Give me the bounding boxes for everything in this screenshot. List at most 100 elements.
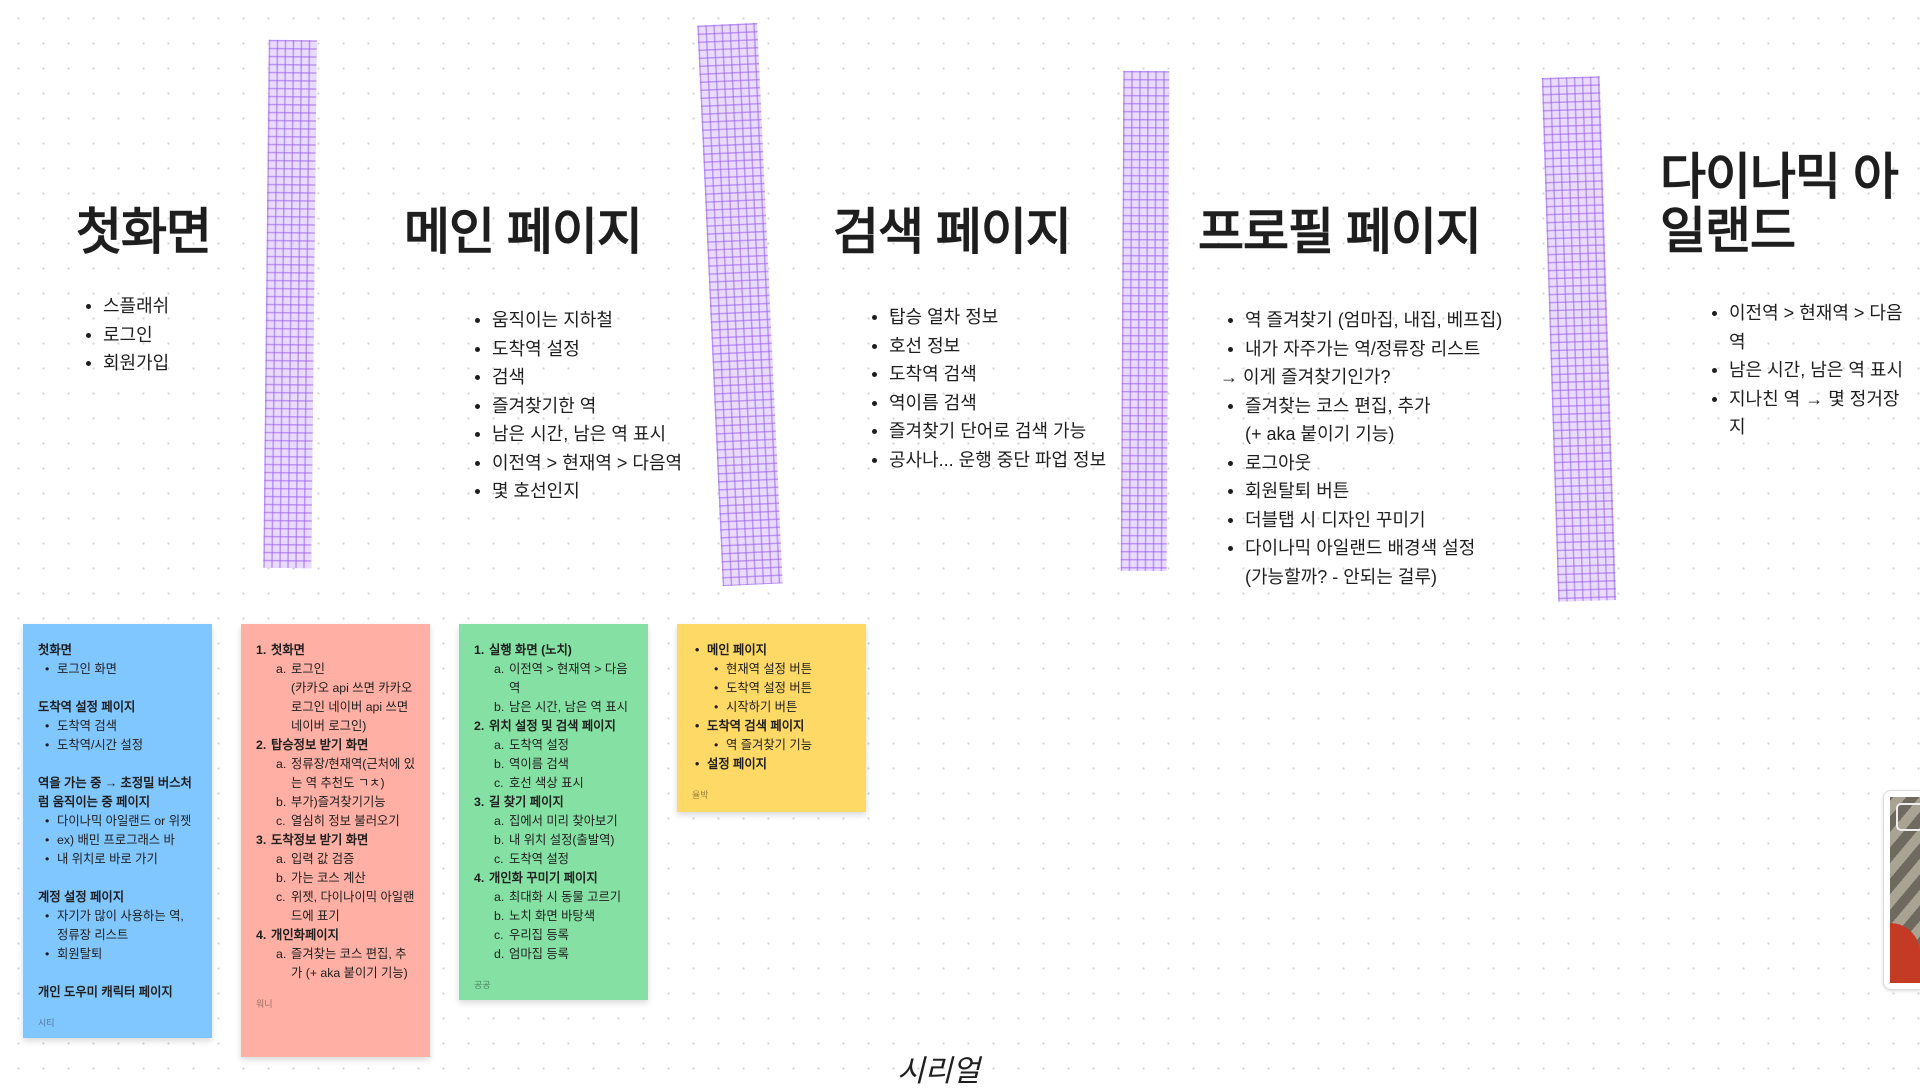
sticky-line: b.내 위치 설정(출발역) [474,831,634,850]
list-marker: b. [494,909,505,923]
section-heading[interactable]: 다이나믹 아일랜드 [1660,149,1899,259]
washi-tape[interactable] [263,39,317,569]
list-marker: a. [494,738,505,752]
list-item: 몇 호선인지 [475,477,682,506]
list-marker: • [695,643,700,657]
sticky-line-text: 첫화면 [38,643,72,657]
sticky-line: 개인 도우미 캐릭터 페이지 [38,983,198,1002]
list-item: 즐겨찾는 코스 편집, 추가 [1228,392,1502,421]
washi-tape[interactable] [697,22,783,587]
sticky-line: b.가는 코스 계산 [256,869,416,888]
list-marker: • [714,662,719,676]
canvas-text-clipped[interactable]: 시리얼 [897,1055,980,1088]
list-marker: a. [276,852,287,866]
sticky-line-text: 최대화 시 동물 고르기 [509,890,622,904]
sticky-line: c. 위젯, 다이나이믹 아일랜드에 표기 [256,888,416,926]
sticky-line: a.로그인 [256,660,416,679]
sticky-line: •도착역 검색 페이지 [692,717,852,736]
sticky-line: •도착역 설정 버튼 [692,679,852,698]
sticky-line: • 내 위치로 바로 가기 [38,850,198,869]
list-marker: c. [494,928,504,942]
sticky-line-text: 메인 페이지 [707,643,767,657]
image-thumbnail[interactable] [1883,790,1920,990]
list-item: 호선 정보 [872,332,1106,361]
list-marker: c. [494,776,504,790]
sticky-line-text: 도착역 설정 페이지 [38,700,136,714]
list-marker: • [714,681,719,695]
list-item: 탑승 열차 정보 [872,303,1106,332]
sticky-line: a.최대화 시 동물 고르기 [474,888,634,907]
sticky-note[interactable]: •메인 페이지•현재역 설정 버튼•도착역 설정 버튼•시작하기 버튼•도착역 … [677,624,866,812]
sticky-line-text: 도착역 검색 페이지 [707,719,805,733]
list-marker: b. [494,757,505,771]
list-marker: • [45,662,50,676]
list-marker: • [45,719,50,733]
sticky-line-text: 실행 화면 (노치) [489,643,572,657]
sticky-line-text: 위치 설정 및 검색 페이지 [489,719,616,733]
list-marker: b. [276,871,287,885]
list-marker: 1. [256,643,267,657]
list-item: 검색 [475,363,682,392]
list-marker: • [45,814,50,828]
list-item: 공사나... 운행 중단 파업 정보 [872,446,1106,475]
spacer [38,964,198,983]
sticky-line: 2.탑승정보 받기 화면 [256,736,416,755]
list-marker: d. [494,947,505,961]
sticky-line: b.노치 화면 바탕색 [474,907,634,926]
sticky-line: 3.길 찾기 페이지 [474,793,634,812]
sticky-line: •ex) 배민 프로그래스 바 [38,831,198,850]
sticky-line-text: 입력 값 검증 [291,852,355,866]
list-marker: 3. [256,833,267,847]
sticky-line-text: 정류장/현재역(근처에 있는 역 추천도 ㄱㅊ) [291,757,416,790]
list-marker: 4. [256,928,267,942]
washi-tape[interactable] [1120,70,1170,572]
sticky-line: 계정 설정 페이지 [38,888,198,907]
section-heading[interactable]: 첫화면 [76,204,212,260]
sticky-line: 4.개인화 꾸미기 페이지 [474,869,634,888]
list-item: 즐겨찾기 단어로 검색 가능 [872,417,1106,446]
list-item: 이전역 > 현재역 > 다음역 [475,449,682,478]
list-item: 즐겨찾기한 역 [475,392,682,421]
sticky-line: •역 즐겨찾기 기능 [692,736,852,755]
sticky-author: 율박 [692,790,709,800]
sticky-line-text: 로그인 화면 [57,662,117,676]
list-marker: c. [276,814,286,828]
sticky-line: b.부가)즐겨찾기기능 [256,793,416,812]
sticky-line: a.이전역 > 현재역 > 다음역 [474,660,634,698]
sticky-line: a.즐겨찾는 코스 편집, 추가 (+ aka 붙이기 기능) [256,945,416,983]
section-bullet-list[interactable]: 역 즐겨찾기 (엄마집, 내집, 베프집)내가 자주가는 역/정류장 리스트→ … [1216,306,1502,591]
sticky-line-text: 첫화면 [271,643,305,657]
sticky-line-text: 역 즐겨찾기 기능 [726,738,813,752]
list-item: 남은 시간, 남은 역 표시 [475,420,682,449]
sticky-line: 2. 위치 설정 및 검색 페이지 [474,717,634,736]
thumbnail-logo [1896,803,1920,831]
sticky-line-text: 역을 가는 중 → 초정밀 버스처럼 움직이는 중 페이지 [38,776,192,809]
sticky-line-text: 이전역 > 현재역 > 다음역 [509,662,628,695]
sticky-line: 3. 도착정보 받기 화면 [256,831,416,850]
list-marker: 2. [474,719,485,733]
list-item: 남은 시간, 남은 역 표시 [1712,356,1908,385]
list-marker: • [695,757,700,771]
sticky-line: d.엄마집 등록 [474,945,634,964]
sticky-line-text: 개인 도우미 캐릭터 페이지 [38,985,173,999]
sticky-line-text: 도착정보 받기 화면 [271,833,369,847]
list-marker: • [45,852,50,866]
list-item: 이전역 > 현재역 > 다음역 [1712,299,1908,356]
section-heading[interactable]: 프로필 페이지 [1198,204,1482,260]
sticky-line: 4.개인화페이지 [256,926,416,945]
section-heading[interactable]: 검색 페이지 [833,204,1072,260]
sticky-line-text: 내 위치로 바로 가기 [57,852,158,866]
list-marker: • [45,947,50,961]
section-heading[interactable]: 메인 페이지 [404,204,643,260]
sticky-line-text: 계정 설정 페이지 [38,890,125,904]
list-marker: c. [276,890,286,904]
washi-tape[interactable] [1541,76,1617,602]
sticky-line-text: 위젯, 다이나이믹 아일랜드에 표기 [291,890,415,923]
